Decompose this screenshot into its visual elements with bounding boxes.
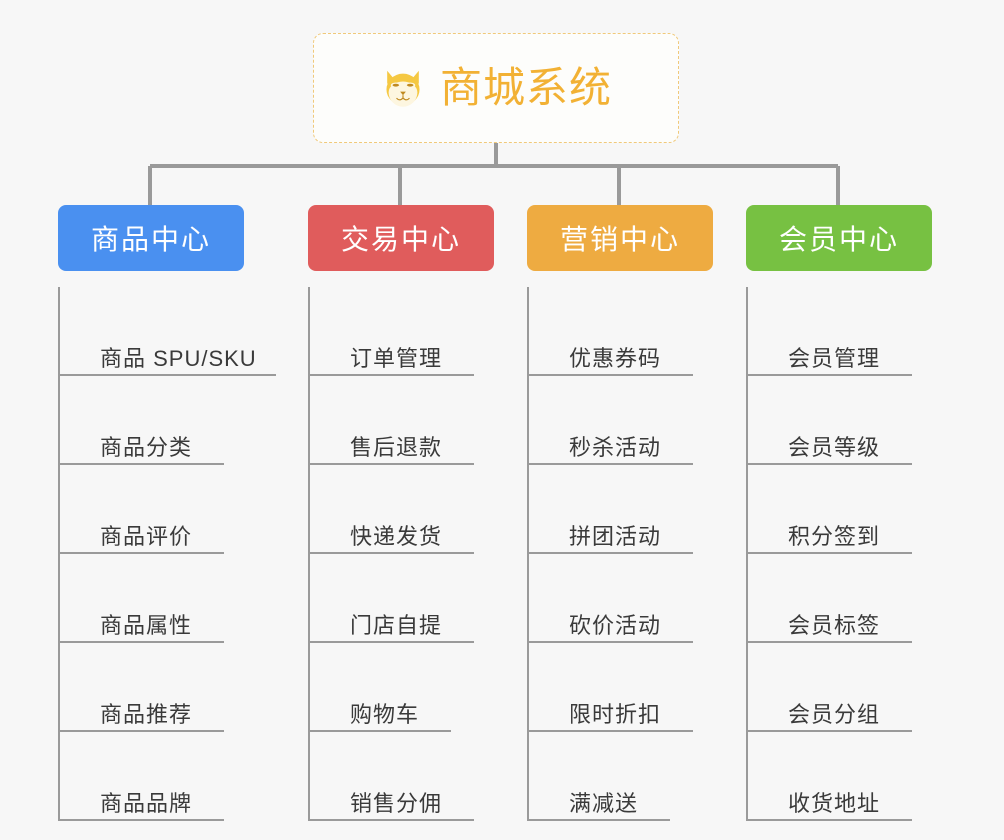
leaf-label: 商品分类 <box>100 434 193 460</box>
category-title-0: 商品中心 <box>90 224 211 255</box>
leaf-rule <box>58 552 224 554</box>
leaf-label: 商品品牌 <box>100 790 193 816</box>
leaf-item[interactable]: 收货地址 <box>746 732 932 821</box>
category-header-1[interactable]: 交易中心 <box>308 205 494 271</box>
leaf-item[interactable]: 会员标签 <box>746 554 932 643</box>
leaf-rule <box>58 819 224 821</box>
leaf-item[interactable]: 会员管理 <box>746 287 932 376</box>
leaf-item[interactable]: 商品 SPU/SKU <box>58 287 276 376</box>
leaf-rule <box>527 641 693 643</box>
leaf-label: 会员管理 <box>788 345 881 371</box>
category-title-1: 交易中心 <box>340 224 461 255</box>
leaf-rule <box>527 819 670 821</box>
leaf-label: 订单管理 <box>350 345 443 371</box>
leaf-label: 砍价活动 <box>569 612 662 638</box>
leaf-label: 会员标签 <box>788 612 881 638</box>
leaf-rule <box>58 641 224 643</box>
leaf-label: 快递发货 <box>350 523 443 549</box>
leaf-item[interactable]: 订单管理 <box>308 287 494 376</box>
leaf-rule <box>308 730 451 732</box>
leaf-rule <box>308 641 474 643</box>
leaf-label: 拼团活动 <box>569 523 662 549</box>
leaf-item[interactable]: 门店自提 <box>308 554 494 643</box>
leaf-rule <box>746 641 912 643</box>
leaf-rule <box>58 463 224 465</box>
leaf-rule <box>58 730 224 732</box>
leaf-item[interactable]: 秒杀活动 <box>527 376 713 465</box>
leaf-label: 商品属性 <box>100 612 193 638</box>
leaf-rule <box>746 463 912 465</box>
leaf-label: 满减送 <box>569 790 639 816</box>
leaf-item[interactable]: 会员等级 <box>746 376 932 465</box>
leaf-label: 优惠券码 <box>569 345 662 371</box>
leaf-item[interactable]: 优惠券码 <box>527 287 713 376</box>
leaf-rule <box>527 463 693 465</box>
leaf-label: 会员分组 <box>788 701 881 727</box>
leaf-item[interactable]: 商品属性 <box>58 554 244 643</box>
leaf-label: 商品评价 <box>100 523 193 549</box>
leaf-label: 限时折扣 <box>569 701 662 727</box>
leaf-rule <box>746 730 912 732</box>
leaf-item[interactable]: 商品评价 <box>58 465 244 554</box>
leaf-rule <box>746 819 912 821</box>
spine-2 <box>527 287 529 821</box>
category-title-3: 会员中心 <box>778 224 899 255</box>
leaf-rule <box>527 374 693 376</box>
leaf-rule <box>527 730 693 732</box>
leaf-rule <box>308 819 474 821</box>
root-title: 商城系统 <box>439 64 612 111</box>
leaf-item[interactable]: 满减送 <box>527 732 713 821</box>
shiba-dog-icon <box>386 70 420 107</box>
leaf-label: 商品推荐 <box>100 701 193 727</box>
leaf-item[interactable]: 购物车 <box>308 643 494 732</box>
category-column-3: 会员中心 会员管理 会员等级 积分签到 会员标签 会员分组 <box>746 205 932 821</box>
leaf-list-0: 商品 SPU/SKU 商品分类 商品评价 商品属性 商品推荐 商品品牌 <box>58 287 276 821</box>
leaf-label: 销售分佣 <box>350 790 443 816</box>
leaf-list-2: 优惠券码 秒杀活动 拼团活动 砍价活动 限时折扣 满减送 <box>527 287 713 821</box>
category-column-1: 交易中心 订单管理 售后退款 快递发货 门店自提 购物车 <box>308 205 494 821</box>
leaf-label: 商品 SPU/SKU <box>100 345 257 371</box>
leaf-item[interactable]: 商品品牌 <box>58 732 244 821</box>
leaf-rule <box>308 552 474 554</box>
leaf-item[interactable]: 砍价活动 <box>527 554 713 643</box>
leaf-rule <box>58 374 276 376</box>
leaf-item[interactable]: 售后退款 <box>308 376 494 465</box>
spine-3 <box>746 287 748 821</box>
leaf-label: 售后退款 <box>350 434 443 460</box>
category-header-2[interactable]: 营销中心 <box>527 205 713 271</box>
leaf-label: 收货地址 <box>788 790 881 816</box>
spine-1 <box>308 287 310 821</box>
leaf-item[interactable]: 快递发货 <box>308 465 494 554</box>
leaf-item[interactable]: 商品分类 <box>58 376 244 465</box>
category-header-3[interactable]: 会员中心 <box>746 205 932 271</box>
leaf-rule <box>527 552 693 554</box>
leaf-item[interactable]: 积分签到 <box>746 465 932 554</box>
leaf-rule <box>746 552 912 554</box>
leaf-list-1: 订单管理 售后退款 快递发货 门店自提 购物车 销售分佣 <box>308 287 494 821</box>
leaf-label: 购物车 <box>350 701 420 727</box>
root-node[interactable]: 商城系统 <box>313 33 679 143</box>
category-title-2: 营销中心 <box>559 224 680 255</box>
leaf-item[interactable]: 会员分组 <box>746 643 932 732</box>
leaf-label: 会员等级 <box>788 434 881 460</box>
leaf-item[interactable]: 销售分佣 <box>308 732 494 821</box>
category-header-0[interactable]: 商品中心 <box>58 205 244 271</box>
leaf-item[interactable]: 限时折扣 <box>527 643 713 732</box>
leaf-item[interactable]: 商品推荐 <box>58 643 244 732</box>
leaf-rule <box>746 374 912 376</box>
leaf-rule <box>308 374 474 376</box>
spine-0 <box>58 287 60 821</box>
category-column-2: 营销中心 优惠券码 秒杀活动 拼团活动 砍价活动 限时折扣 <box>527 205 713 821</box>
leaf-label: 门店自提 <box>350 612 443 638</box>
leaf-rule <box>308 463 474 465</box>
category-column-0: 商品中心 商品 SPU/SKU 商品分类 商品评价 商品属性 商品推荐 <box>58 205 276 821</box>
leaf-label: 秒杀活动 <box>569 434 662 460</box>
leaf-label: 积分签到 <box>788 523 881 549</box>
leaf-item[interactable]: 拼团活动 <box>527 465 713 554</box>
leaf-list-3: 会员管理 会员等级 积分签到 会员标签 会员分组 收货地址 <box>746 287 932 821</box>
